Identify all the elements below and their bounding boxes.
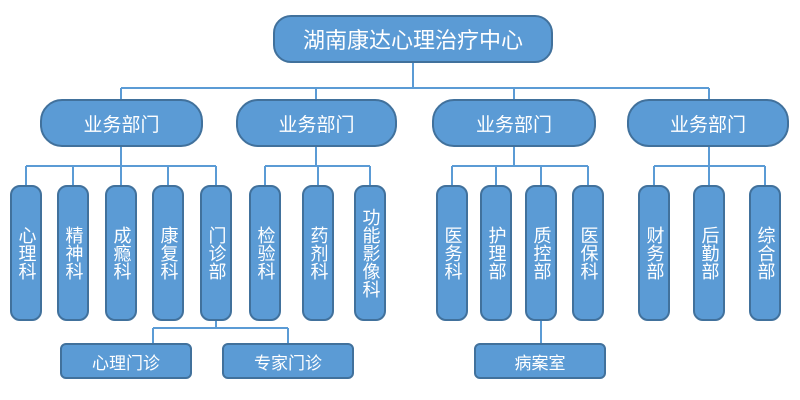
- unit-node: 后勤部: [693, 185, 725, 321]
- subunit-node: 病案室: [474, 343, 606, 379]
- dept-node-1: 业务部门: [40, 99, 203, 147]
- dept-node-4: 业务部门: [627, 99, 789, 147]
- subunit-node: 专家门诊: [222, 343, 354, 379]
- dept-node-3: 业务部门: [432, 99, 596, 147]
- unit-node: 功能影像科: [354, 185, 386, 321]
- unit-node: 心理科: [10, 185, 42, 321]
- unit-node: 护理部: [480, 185, 512, 321]
- root-node: 湖南康达心理治疗中心: [273, 15, 553, 63]
- unit-node: 药剂科: [302, 185, 334, 321]
- unit-node: 成瘾科: [105, 185, 137, 321]
- subunit-node: 心理门诊: [60, 343, 192, 379]
- unit-node: 门诊部: [200, 185, 232, 321]
- unit-node: 康复科: [152, 185, 184, 321]
- unit-node: 检验科: [249, 185, 281, 321]
- unit-node: 综合部: [749, 185, 781, 321]
- dept-node-2: 业务部门: [236, 99, 397, 147]
- unit-node: 质控部: [525, 185, 557, 321]
- unit-node: 医保科: [572, 185, 604, 321]
- unit-node: 医务科: [436, 185, 468, 321]
- unit-node: 财务部: [638, 185, 670, 321]
- unit-node: 精神科: [57, 185, 89, 321]
